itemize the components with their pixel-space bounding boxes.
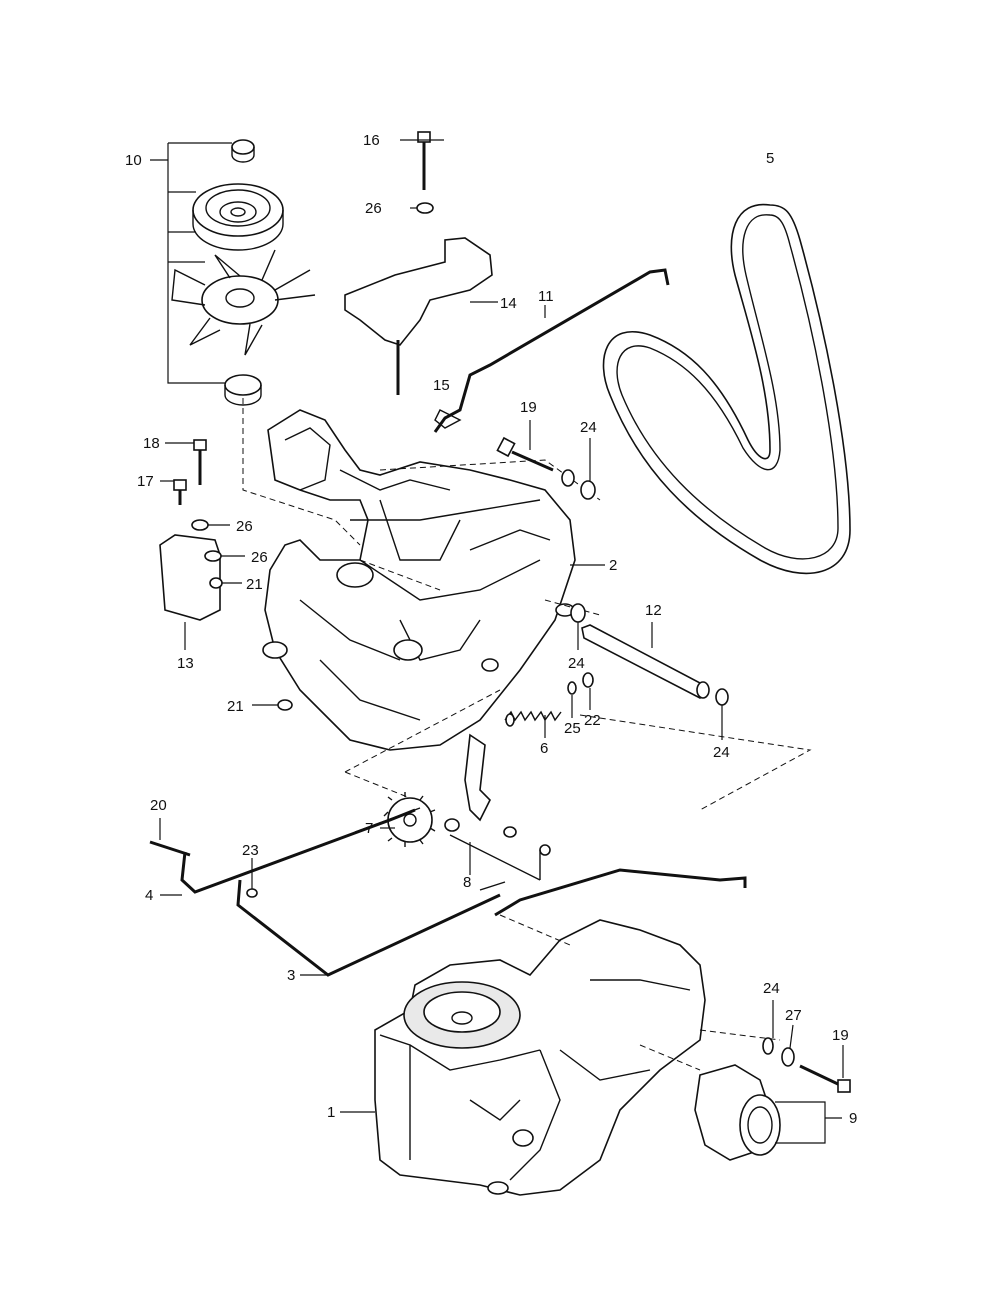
callout-13: 13 xyxy=(177,655,194,672)
upper-transmission-housing xyxy=(242,398,605,751)
callout-7: 7 xyxy=(365,820,373,837)
wheel-hub xyxy=(694,1000,851,1161)
callout-16: 16 xyxy=(363,132,380,149)
lower-transmission xyxy=(340,868,781,1196)
callout-21-upper: 21 xyxy=(246,576,263,593)
callout-26-left-b: 26 xyxy=(251,549,268,566)
callout-2: 2 xyxy=(609,557,617,574)
axle-shaft xyxy=(570,603,729,740)
sprocket-arm xyxy=(344,689,812,881)
callout-10: 10 xyxy=(125,152,142,169)
hairpin-clip xyxy=(434,409,462,429)
callout-24-middle: 24 xyxy=(568,655,585,672)
callout-20: 20 xyxy=(150,797,167,814)
callout-14: 14 xyxy=(500,295,517,312)
callout-8: 8 xyxy=(463,874,471,891)
callout-15: 15 xyxy=(433,377,450,394)
callout-19-lower: 19 xyxy=(832,1027,849,1044)
callout-26-top: 26 xyxy=(365,200,382,217)
control-rod xyxy=(433,268,670,433)
pulley-fan-assembly xyxy=(150,139,316,406)
callout-1: 1 xyxy=(327,1104,335,1121)
callout-12: 12 xyxy=(645,602,662,619)
callout-26-left-a: 26 xyxy=(236,518,253,535)
mounting-bracket xyxy=(344,131,498,395)
callout-11: 11 xyxy=(538,288,554,305)
callout-24-lower: 24 xyxy=(763,980,780,997)
spring-assembly xyxy=(504,672,594,738)
callout-24-right: 24 xyxy=(713,744,730,761)
callout-17: 17 xyxy=(137,473,154,490)
callout-24-upper: 24 xyxy=(580,419,597,436)
callout-18: 18 xyxy=(143,435,160,452)
drive-belt xyxy=(602,203,851,575)
callout-19-upper: 19 xyxy=(520,399,537,416)
callout-5: 5 xyxy=(766,150,774,167)
callout-27: 27 xyxy=(785,1007,802,1024)
callout-9: 9 xyxy=(849,1110,857,1127)
callout-23: 23 xyxy=(242,842,259,859)
callout-6: 6 xyxy=(540,740,548,757)
callout-labels: 1 2 3 4 5 6 7 8 9 10 11 12 13 14 15 16 1… xyxy=(125,132,857,1127)
callout-3: 3 xyxy=(287,967,295,984)
callout-21-lower: 21 xyxy=(227,698,244,715)
callout-25: 25 xyxy=(564,720,581,737)
left-mount-block xyxy=(159,439,293,711)
upper-bolt xyxy=(496,420,596,500)
linkage-rods xyxy=(149,807,506,977)
callout-4: 4 xyxy=(145,887,153,904)
callout-22: 22 xyxy=(584,712,601,729)
